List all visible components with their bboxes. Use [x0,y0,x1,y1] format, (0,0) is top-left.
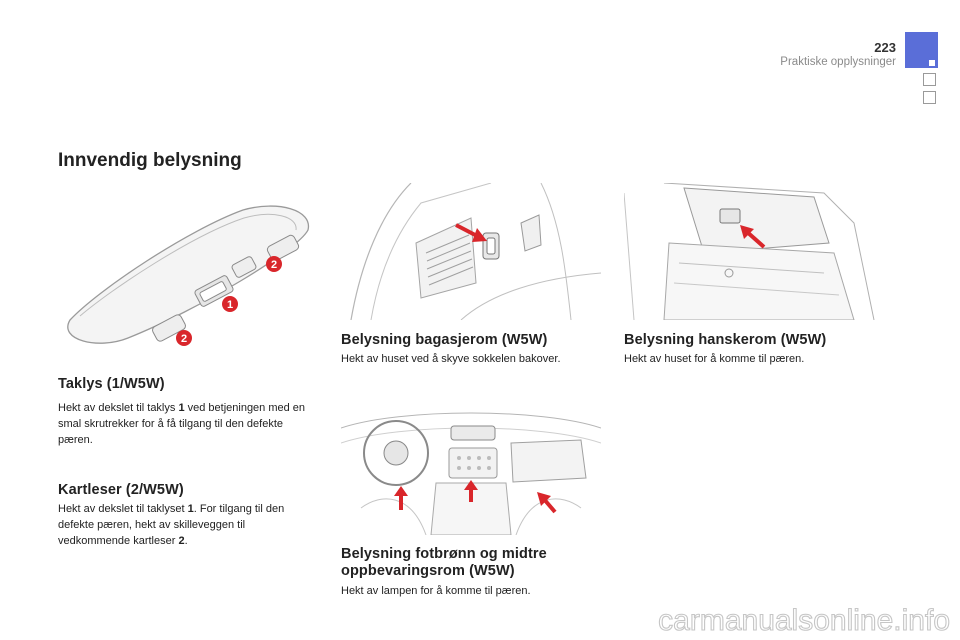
hanskerom-text: Hekt av huset for å komme til pæren. [624,353,805,365]
glovebox-illustration [624,183,875,320]
footwell-illustration [341,412,601,535]
kartleser-heading: Kartleser (2/W5W) [58,482,184,498]
callout-2-lower-label: 2 [181,333,187,345]
callout-2-icon [266,256,282,272]
bagasjerom-heading: Belysning bagasjerom (W5W) [341,332,548,348]
page-number: 223 [874,40,896,55]
callout-1-icon [222,296,238,312]
nav-box-1[interactable] [923,73,936,86]
page-title: Innvendig belysning [58,150,242,171]
watermark: carmanualsonline.info [658,603,951,637]
watermark-text: carmanualsonline.info [658,604,950,637]
callout-2-lower-icon [176,330,192,346]
ceiling-light-illustration: 2 1 2 [67,205,309,346]
nav-box-2[interactable] [923,91,936,104]
kartleser-text: Hekt av dekslet til taklyset 1. For tilg… [58,503,285,547]
fotbronn-text: Hekt av lampen for å komme til pæren. [341,585,531,597]
callout-2-label: 2 [271,259,277,271]
taklys-heading: Taklys (1/W5W) [58,376,165,392]
bagasjerom-text: Hekt av huset ved å skyve sokkelen bakov… [341,353,561,365]
tab-dot [929,60,935,66]
callout-1-label: 1 [227,299,233,311]
hanskerom-heading: Belysning hanskerom (W5W) [624,332,827,348]
taklys-text: Hekt av dekslet til taklys 1 ved betjeni… [58,402,306,446]
luggage-compartment-illustration [350,183,601,320]
chapter-label: Praktiske opplysninger [780,56,896,68]
chapter-tab[interactable] [905,32,938,68]
